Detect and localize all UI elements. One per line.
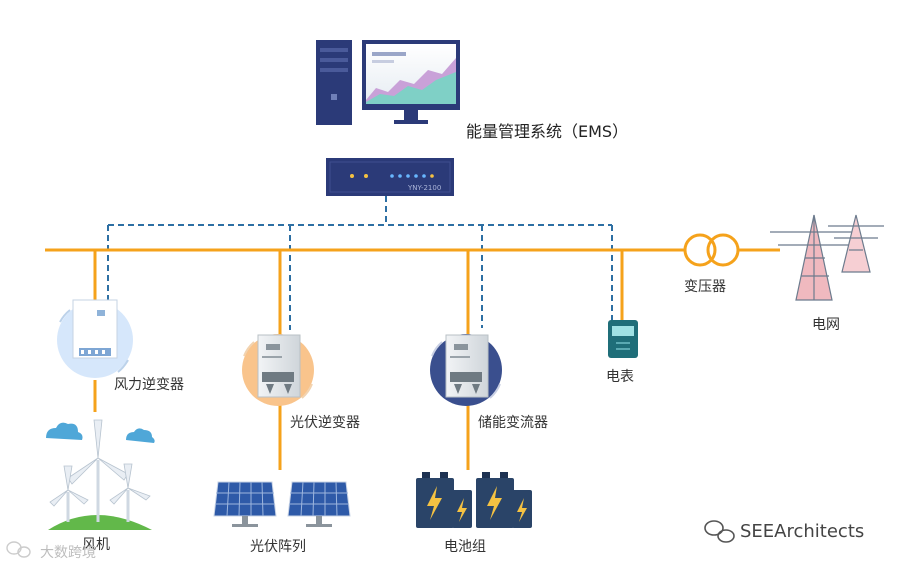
- meter-icon: [608, 320, 638, 358]
- battery-pack-label: 电池组: [444, 539, 486, 555]
- wind-turbine-icon: [46, 419, 155, 530]
- wechat-icon: [704, 520, 735, 543]
- meter-label: 电表: [606, 369, 634, 385]
- pv-inverter-device: [242, 334, 314, 406]
- pv-array-label: 光伏阵列: [250, 539, 306, 555]
- faded-logo-icon: [6, 541, 31, 558]
- storage-converter-label: 储能变流器: [478, 415, 548, 431]
- brand-watermark: SEEArchitects: [740, 521, 865, 542]
- wind-turbine-label: 风机: [82, 537, 110, 553]
- monitor-icon: [362, 40, 460, 124]
- storage-converter-device: [430, 334, 502, 406]
- solar-panel-icon: [213, 481, 351, 527]
- server-tower-icon: [316, 40, 352, 125]
- transformer-label: 变压器: [684, 279, 726, 295]
- grid-label: 电网: [812, 317, 840, 333]
- faded-watermark: 大数跨境: [40, 545, 96, 561]
- wind-inverter-device: [57, 299, 133, 378]
- pv-inverter-label: 光伏逆变器: [290, 415, 360, 431]
- gateway-model-label: YNY-2100: [407, 184, 441, 192]
- transformer-icon: [683, 233, 740, 267]
- ems-computer: [316, 40, 460, 125]
- grid-tower-icon: [770, 214, 884, 301]
- wind-inverter-label: 风力逆变器: [114, 377, 184, 393]
- battery-pack-icon: [416, 472, 532, 528]
- ems-title: 能量管理系统（EMS）: [466, 122, 629, 141]
- gateway-device: YNY-2100: [326, 158, 454, 196]
- comm-lines: [107, 196, 613, 330]
- power-lines: [45, 248, 780, 470]
